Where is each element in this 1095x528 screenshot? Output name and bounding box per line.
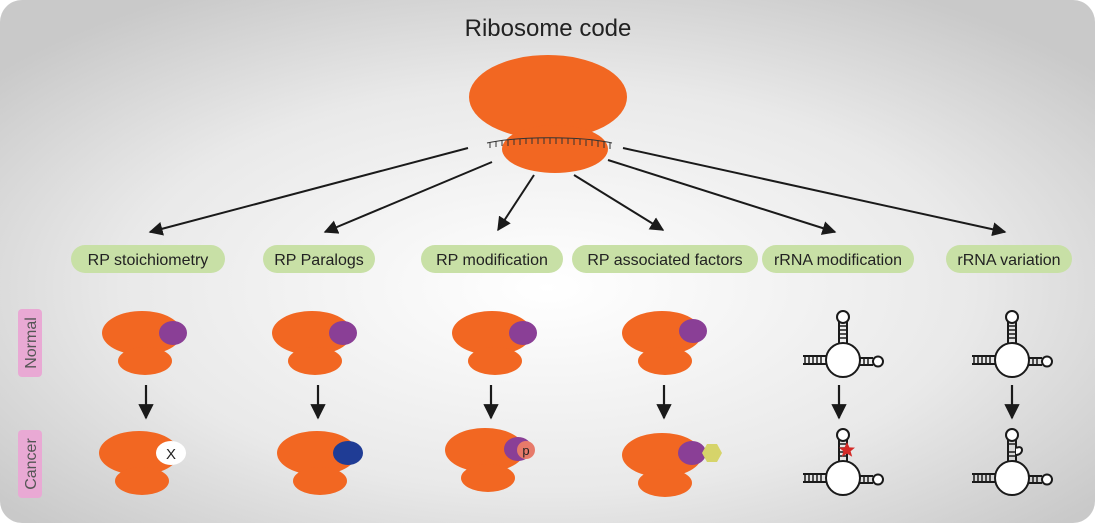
row-label-normal: Normal — [23, 317, 40, 369]
category-labels: RP stoichiometry RP Paralogs RP modifica… — [71, 245, 1072, 273]
cancer-ribosome-rp-paralogs — [277, 431, 363, 495]
hexagon-icon — [702, 444, 722, 462]
protein-icon — [159, 321, 187, 345]
phospho-marker: p — [522, 443, 529, 458]
normal-row — [102, 310, 1053, 378]
category-label-rrna-variation: rRNA variation — [957, 252, 1060, 269]
arrow-to-rp-stoichiometry — [148, 147, 469, 236]
row-label-pill-cancer — [18, 430, 42, 498]
normal-ribosome-rp-stoichiometry — [102, 311, 187, 375]
main-ribosome-icon — [469, 55, 627, 173]
cancer-ribosome-rp-stoichiometry: X — [99, 431, 186, 495]
label-pill-rrna-modification — [762, 245, 914, 273]
label-pill-rp-stoichiometry — [71, 245, 225, 273]
normal-ribosome-rp-modification — [452, 311, 537, 375]
label-pill-rrna-variation — [946, 245, 1072, 273]
arrow-to-rrna-modification — [607, 159, 837, 235]
phospho-group-icon — [517, 441, 535, 459]
cancer-rrna-modification-stem-loop-icon — [802, 428, 884, 496]
label-pill-rp-modification — [421, 245, 563, 273]
down-arrows — [138, 385, 1020, 420]
arrow-to-rp-associated-factors — [573, 174, 665, 231]
cancer-row: X p — [99, 428, 1053, 497]
cancer-rrna-variation-stem-loop-icon — [972, 428, 1053, 496]
missing-protein-icon — [156, 441, 186, 465]
category-label-rp-paralogs: RP Paralogs — [274, 252, 364, 269]
label-pill-rp-associated-factors — [572, 245, 758, 273]
protein-icon — [679, 319, 707, 343]
row-labels: Normal Cancer — [18, 309, 42, 498]
star-icon — [839, 442, 855, 457]
paralog-protein-icon — [333, 441, 363, 465]
diagram-title: Ribosome code — [465, 15, 632, 42]
label-pill-rp-paralogs — [263, 245, 375, 273]
protein-icon — [329, 321, 357, 345]
cancer-ribosome-rp-associated-factors — [622, 433, 722, 497]
category-label-rp-stoichiometry: RP stoichiometry — [88, 252, 209, 269]
protein-icon — [678, 441, 706, 465]
arrow-to-rp-paralogs — [323, 161, 493, 234]
category-label-rp-associated-factors: RP associated factors — [587, 252, 742, 269]
protein-icon — [509, 321, 537, 345]
arrow-to-rp-modification — [497, 174, 535, 232]
row-label-pill-normal — [18, 309, 42, 377]
missing-marker: X — [166, 446, 176, 463]
category-arrows — [148, 147, 1007, 237]
category-label-rrna-modification: rRNA modification — [774, 252, 902, 269]
normal-ribosome-rp-associated-factors — [622, 311, 707, 375]
category-label-rp-modification: RP modification — [436, 252, 548, 269]
cancer-ribosome-rp-modification: p — [445, 428, 535, 492]
normal-ribosome-rp-paralogs — [272, 311, 357, 375]
row-label-cancer: Cancer — [23, 438, 40, 490]
arrow-to-rrna-variation — [622, 147, 1007, 237]
